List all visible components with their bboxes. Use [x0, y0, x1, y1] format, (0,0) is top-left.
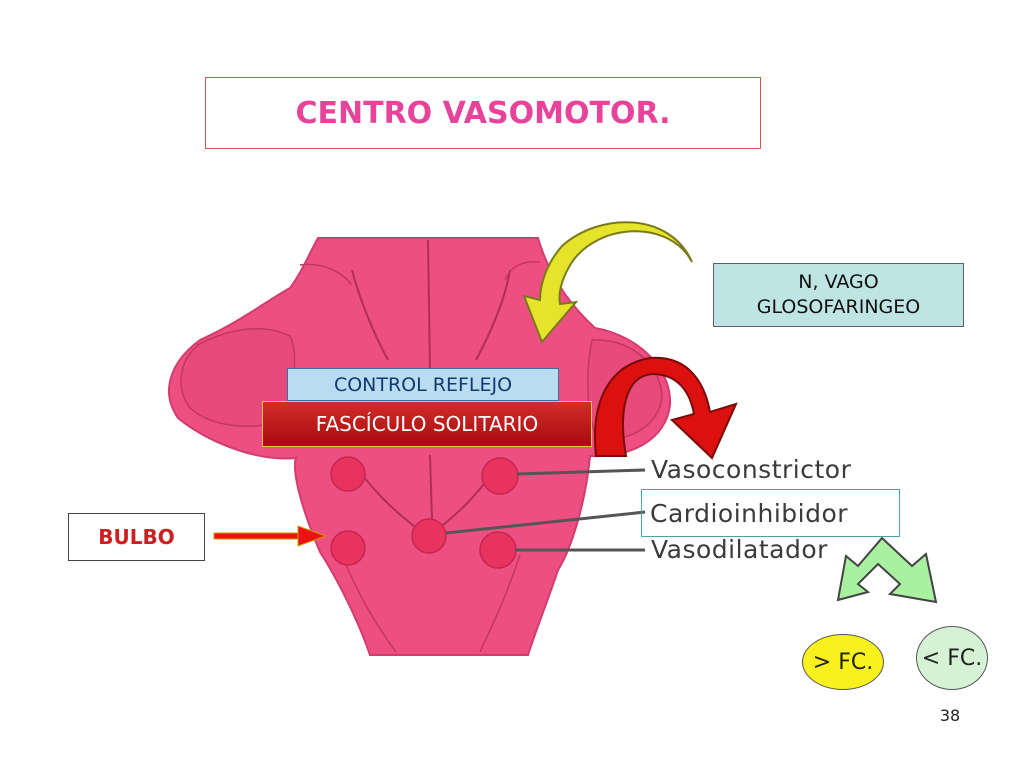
curved-red-arrow-icon [594, 356, 738, 460]
leader-cardioinhibidor [445, 510, 646, 535]
page-number: 38 [939, 706, 961, 725]
label-bulbo: BULBO [68, 513, 205, 561]
nucleus-upper-right [481, 457, 519, 495]
label-control-reflejo: CONTROL REFLEJO [287, 368, 559, 401]
right-arrow-icon [213, 525, 328, 547]
nucleus-lower-right [479, 531, 517, 569]
label-fasciculo-solitario: FASCÍCULO SOLITARIO [262, 401, 592, 447]
label-vasodilatador: Vasodilatador [651, 535, 828, 564]
leader-vasoconstrictor [516, 468, 646, 476]
nucleus-center [411, 518, 447, 554]
label-vago-glosofaringeo: N, VAGO GLOSOFARINGEO [713, 263, 964, 327]
label-fc-decrease: < FC. [916, 626, 988, 690]
label-cardioinhibidor: Cardioinhibidor [650, 498, 849, 528]
label-fc-increase: > FC. [802, 634, 884, 690]
brainstem-contours [299, 260, 541, 653]
cardioinhibidor-box: Cardioinhibidor [641, 489, 900, 537]
brainstem-midline [351, 239, 511, 538]
leader-lines [445, 468, 646, 552]
nucleus-lower-left [330, 530, 366, 566]
label-vasoconstrictor: Vasoconstrictor [651, 455, 852, 484]
split-green-arrow-icon [836, 536, 938, 604]
nucleus-upper-left [330, 456, 366, 492]
curved-yellow-arrow-icon [522, 221, 693, 344]
slide-title: CENTRO VASOMOTOR. [205, 77, 761, 149]
